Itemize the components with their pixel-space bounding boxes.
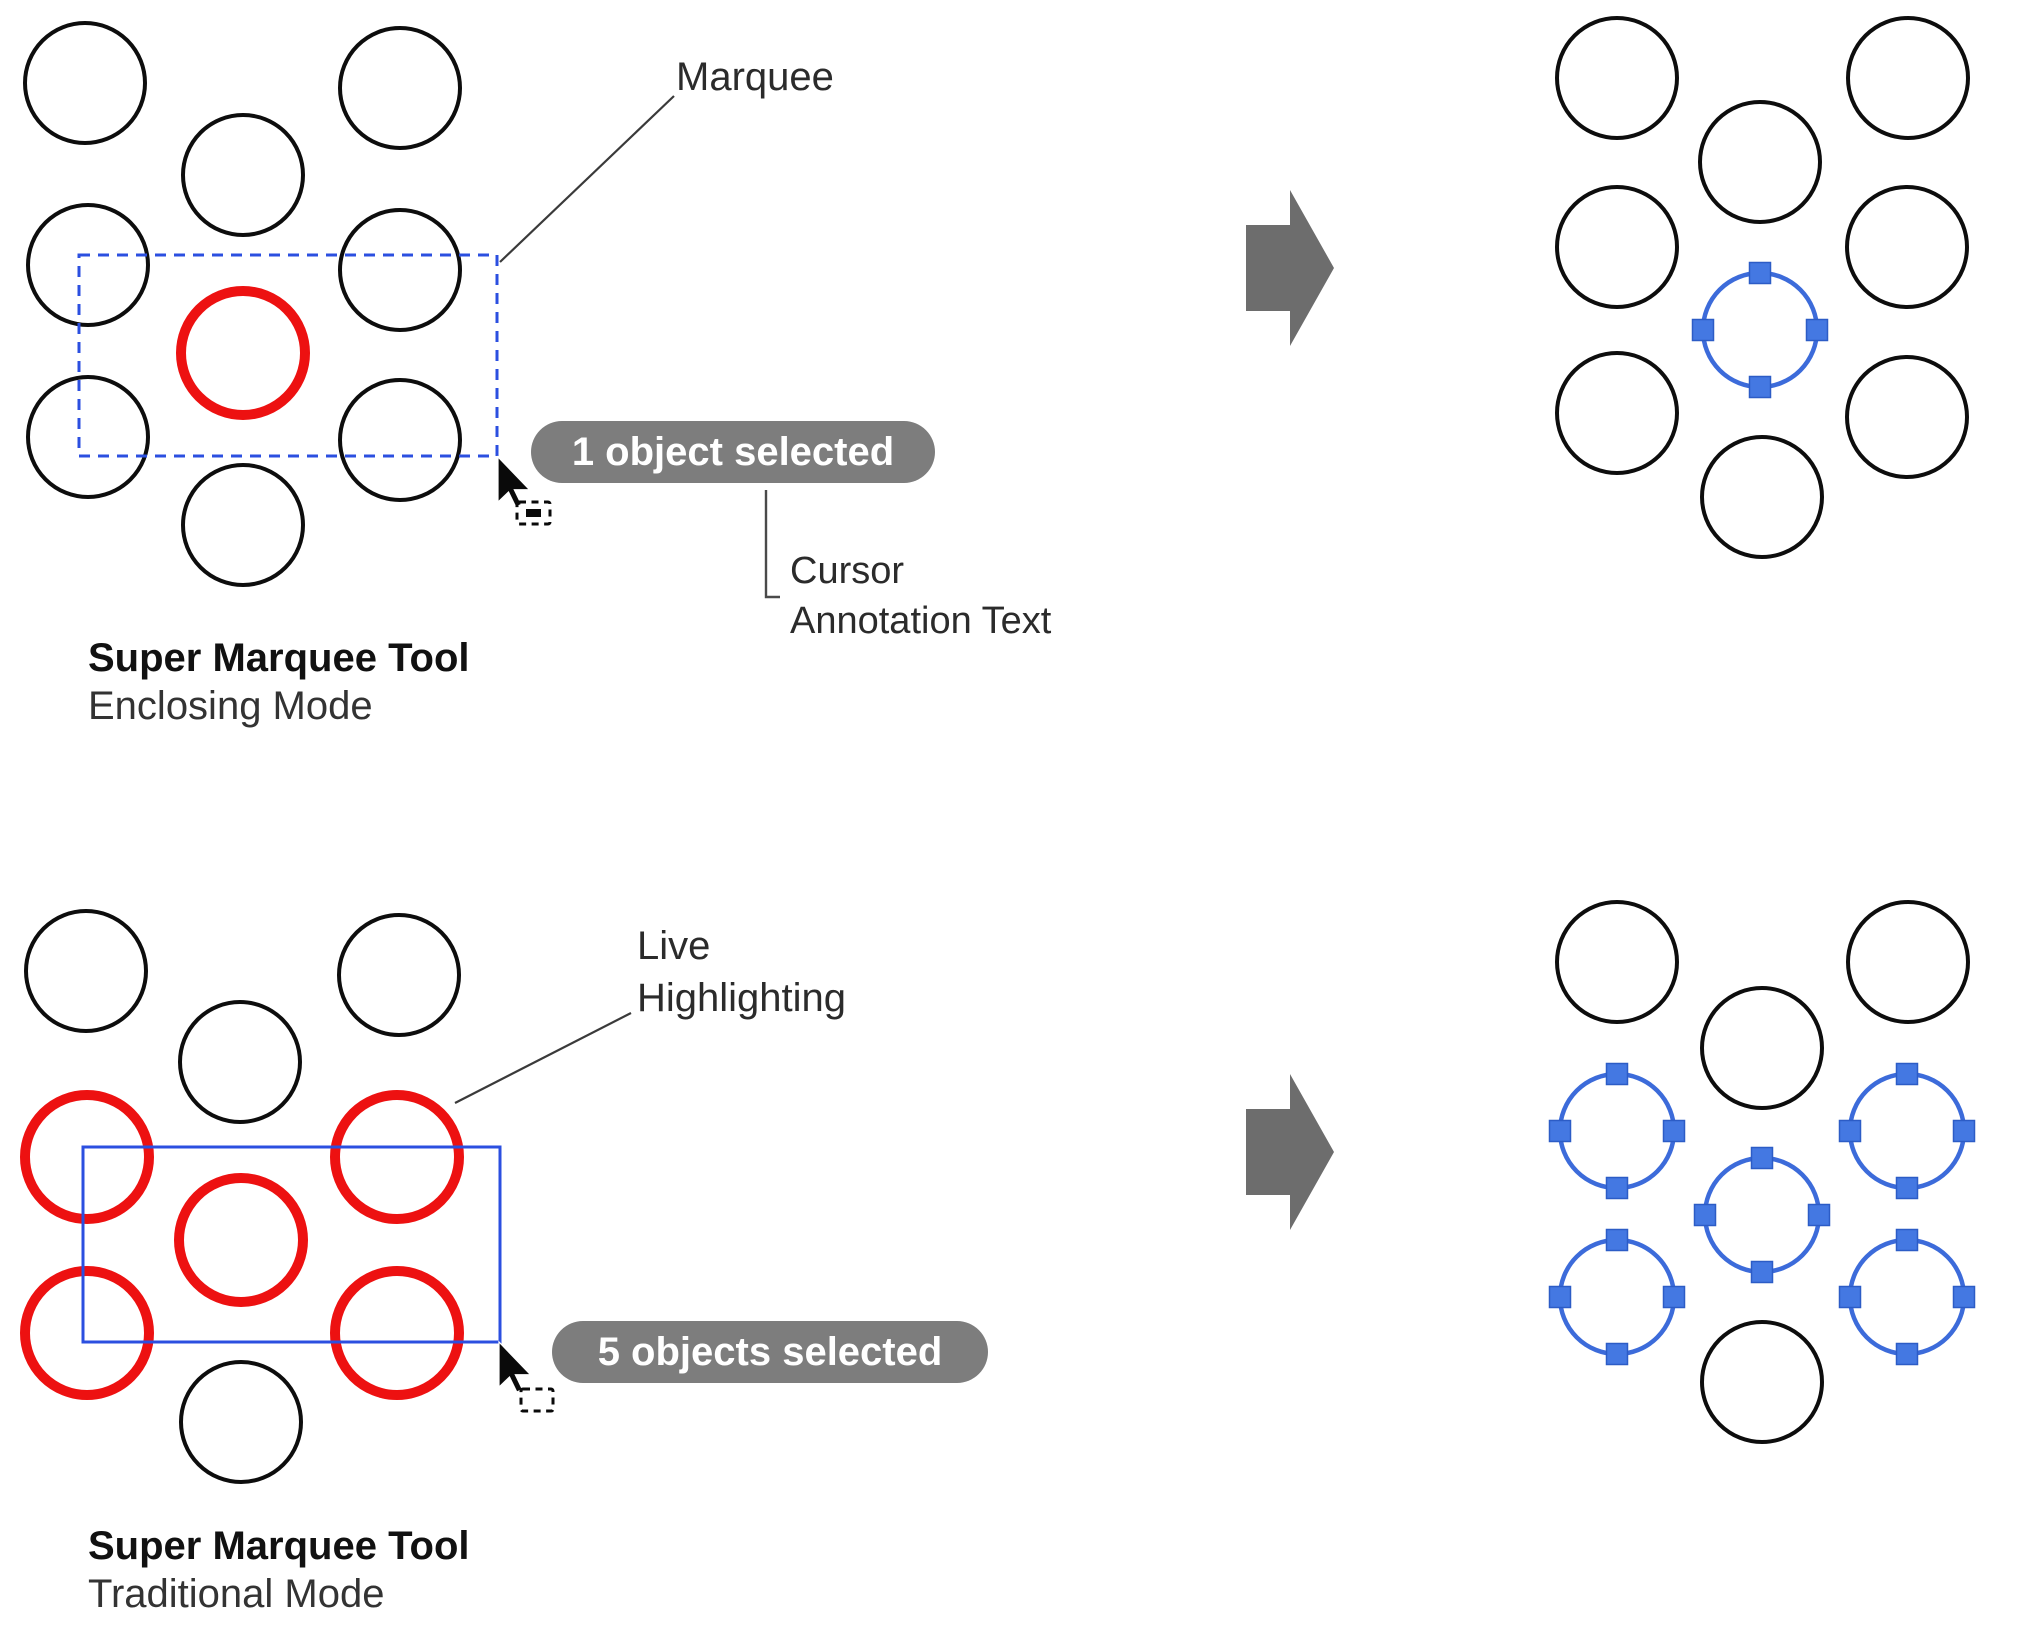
traditional-before-circle-red <box>20 1266 154 1400</box>
selection-handle <box>1838 1285 1862 1309</box>
marquee-leader-line <box>499 95 675 263</box>
live-highlighting-leader-line <box>454 1012 632 1104</box>
traditional-after-circle-black <box>1555 900 1679 1024</box>
circle-objects-layer <box>20 16 1976 1484</box>
flow-arrow-bottom-icon <box>1246 1074 1334 1230</box>
enclosing-before-circle-black <box>181 113 305 237</box>
selection-handle <box>1895 1176 1919 1200</box>
traditional-before-circle-black <box>178 1000 302 1124</box>
status-badge-objects-selected: 5 objects selected <box>552 1321 988 1383</box>
cursor-annotation-label: Cursor Annotation Text <box>790 546 1051 646</box>
selection-handle <box>1548 1285 1572 1309</box>
selection-handle <box>1548 1119 1572 1143</box>
live-highlighting-line1: Live <box>637 924 711 968</box>
enclosing-after-circle-black <box>1698 100 1822 224</box>
enclosing-after-circle-black <box>1555 351 1679 475</box>
enclosing-after-circle-black <box>1846 16 1970 140</box>
enclosing-after-circle-black <box>1555 185 1679 309</box>
selection-handle <box>1662 1119 1686 1143</box>
selection-handle <box>1750 1260 1774 1284</box>
enclosing-after-circle-black <box>1845 185 1969 309</box>
pointer-arrow-icon <box>497 455 531 508</box>
selection-handle <box>1605 1176 1629 1200</box>
traditional-after-circle-selected <box>1548 1228 1686 1366</box>
traditional-after-circle-selected <box>1838 1228 1976 1366</box>
selection-handle <box>1693 1203 1717 1227</box>
traditional-after-circle-black <box>1700 1320 1824 1444</box>
traditional-after-circle-selected <box>1693 1146 1831 1284</box>
live-highlighting-line2: Highlighting <box>637 976 847 1020</box>
enclosing-before-circle-black <box>26 375 150 499</box>
traditional-before-circle-red <box>174 1173 308 1307</box>
caption-traditional-mode: Super Marquee Tool Traditional Mode <box>88 1522 470 1618</box>
selection-handle <box>1748 375 1772 399</box>
traditional-after-circle-selected <box>1548 1062 1686 1200</box>
selection-handle <box>1605 1342 1629 1366</box>
enclosing-before-circle-black <box>338 378 462 502</box>
flow-arrow-top-icon <box>1246 190 1334 346</box>
enclosing-after-circle-black <box>1555 16 1679 140</box>
enclosing-before-circle-black <box>23 21 147 145</box>
live-highlighting-label: Live Highlighting <box>637 920 846 1024</box>
selection-handle <box>1952 1285 1976 1309</box>
enclosing-before-circle-black <box>26 203 150 327</box>
enclosing-before-circle-red <box>176 286 310 420</box>
selection-handle <box>1662 1285 1686 1309</box>
caption-enclosing-mode: Super Marquee Tool Enclosing Mode <box>88 634 470 730</box>
marquee-mode-icon <box>515 500 552 526</box>
selection-handle <box>1691 318 1715 342</box>
traditional-after-circle-selected <box>1838 1062 1976 1200</box>
traditional-before-circle-red <box>330 1266 464 1400</box>
traditional-after-circle-black <box>1700 986 1824 1110</box>
enclosing-after-circle-black <box>1845 355 1969 479</box>
selection-handle <box>1605 1228 1629 1252</box>
caption-title: Super Marquee Tool <box>88 1524 470 1568</box>
traditional-before-circle-red <box>330 1090 464 1224</box>
cursor-annotation-line1: Cursor <box>790 550 905 592</box>
traditional-after-circle-black <box>1846 900 1970 1024</box>
selection-handle <box>1750 1146 1774 1170</box>
cursor-bottom <box>498 1340 555 1413</box>
enclosing-before-circle-black <box>181 463 305 587</box>
selection-handle <box>1895 1062 1919 1086</box>
cursor-top <box>497 455 552 526</box>
marquee-label: Marquee <box>676 55 834 99</box>
traditional-before-circle-black <box>24 909 148 1033</box>
pointer-arrow-icon <box>498 1340 532 1393</box>
selection-solid-rectangle <box>81 1145 502 1344</box>
enclosing-after-circle-black <box>1700 435 1824 559</box>
enclosing-before-circle-black <box>338 208 462 332</box>
traditional-before-circle-red <box>20 1090 154 1224</box>
caption-mode: Enclosing Mode <box>88 684 373 728</box>
traditional-before-circle-black <box>337 913 461 1037</box>
caption-title: Super Marquee Tool <box>88 636 470 680</box>
selection-handle <box>1807 1203 1831 1227</box>
marquee-dashed-rectangle <box>77 253 499 458</box>
selection-handle <box>1748 261 1772 285</box>
cursor-annotation-bracket <box>764 490 780 599</box>
selection-handle <box>1805 318 1829 342</box>
enclosing-before-circle-black <box>338 26 462 150</box>
selection-handle <box>1895 1228 1919 1252</box>
traditional-before-circle-black <box>179 1360 303 1484</box>
enclosing-after-circle-selected <box>1691 261 1829 399</box>
selection-handle <box>1952 1119 1976 1143</box>
caption-mode: Traditional Mode <box>88 1572 385 1616</box>
selection-handle <box>1605 1062 1629 1086</box>
cursor-annotation-line2: Annotation Text <box>790 600 1052 642</box>
selection-handle <box>1895 1342 1919 1366</box>
selection-handle <box>1838 1119 1862 1143</box>
marquee-mode-icon <box>519 1387 555 1413</box>
status-badge-objects-selected: 1 object selected <box>531 421 935 483</box>
